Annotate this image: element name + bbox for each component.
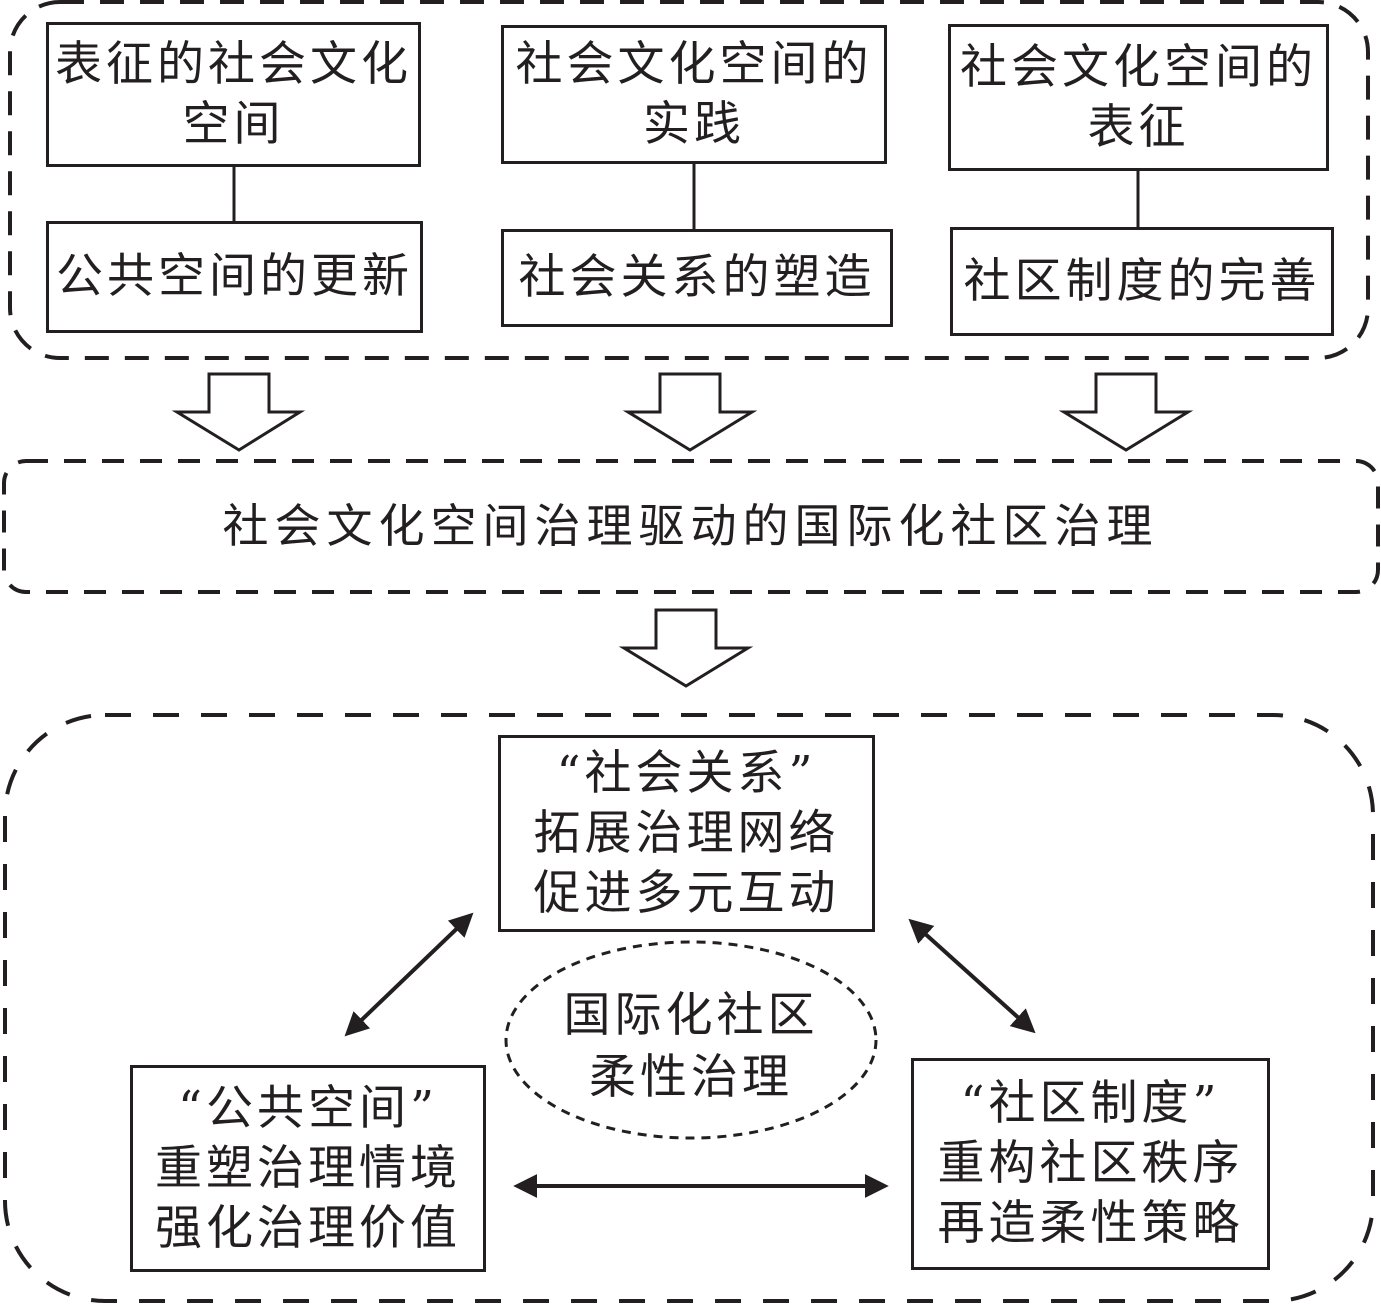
- box-line: 社区制度的完善: [963, 253, 1321, 309]
- node-line: “社区制度”: [960, 1076, 1221, 1131]
- bottom-section-container: [3, 713, 1375, 1303]
- node-line: 重构社区秩序: [937, 1136, 1244, 1191]
- node-community-institution: “社区制度” 重构社区秩序 再造柔性策略: [911, 1058, 1270, 1270]
- box-line: 表征: [1087, 99, 1190, 155]
- center-label: 国际化社区 柔性治理: [506, 985, 876, 1109]
- down-arrow-3: [1058, 372, 1194, 452]
- box-public-space-renewal: 公共空间的更新: [46, 221, 423, 333]
- box-social-relations-shaping: 社会关系的塑造: [501, 229, 893, 327]
- down-arrow-2: [622, 372, 758, 452]
- arrow-top-right: [908, 918, 1036, 1034]
- node-line: 拓展治理网络: [533, 805, 840, 861]
- center-ellipse: [504, 940, 878, 1140]
- box-line: 社会文化空间的: [515, 36, 873, 92]
- box-line: 空间: [182, 96, 285, 152]
- box-representational-space: 表征的社会文化 空间: [46, 22, 421, 167]
- down-arrow-1: [171, 372, 306, 452]
- box-line: 社会关系的塑造: [518, 250, 876, 305]
- arrow-left-top: [344, 912, 474, 1037]
- node-line: 促进多元互动: [533, 865, 840, 921]
- box-line: 表征的社会文化: [55, 36, 412, 92]
- box-line: 公共空间的更新: [56, 249, 413, 304]
- node-line: 强化治理价值: [155, 1200, 461, 1256]
- middle-section-label: 社会文化空间治理驱动的国际化社区治理: [222, 499, 1159, 553]
- box-community-institution-improvement: 社区制度的完善: [950, 227, 1334, 336]
- box-spatial-practice: 社会文化空间的 实践: [501, 25, 887, 164]
- node-line: “社会关系”: [556, 745, 817, 801]
- node-line: 再造柔性策略: [937, 1196, 1244, 1251]
- center-line: 柔性治理: [589, 1050, 793, 1105]
- top-section-container: [8, 0, 1370, 360]
- node-line: “公共空间”: [177, 1080, 439, 1136]
- down-arrow-4: [618, 608, 754, 688]
- node-social-relations: “社会关系” 拓展治理网络 促进多元互动: [498, 735, 875, 932]
- node-line: 重塑治理情境: [155, 1140, 461, 1196]
- box-representation-of-space: 社会文化空间的 表征: [948, 24, 1329, 171]
- center-line: 国际化社区: [563, 988, 819, 1043]
- box-line: 实践: [643, 96, 745, 152]
- box-line: 社会文化空间的: [960, 39, 1317, 95]
- middle-section-container: [2, 459, 1380, 594]
- node-public-space: “公共空间” 重塑治理情境 强化治理价值: [130, 1065, 486, 1272]
